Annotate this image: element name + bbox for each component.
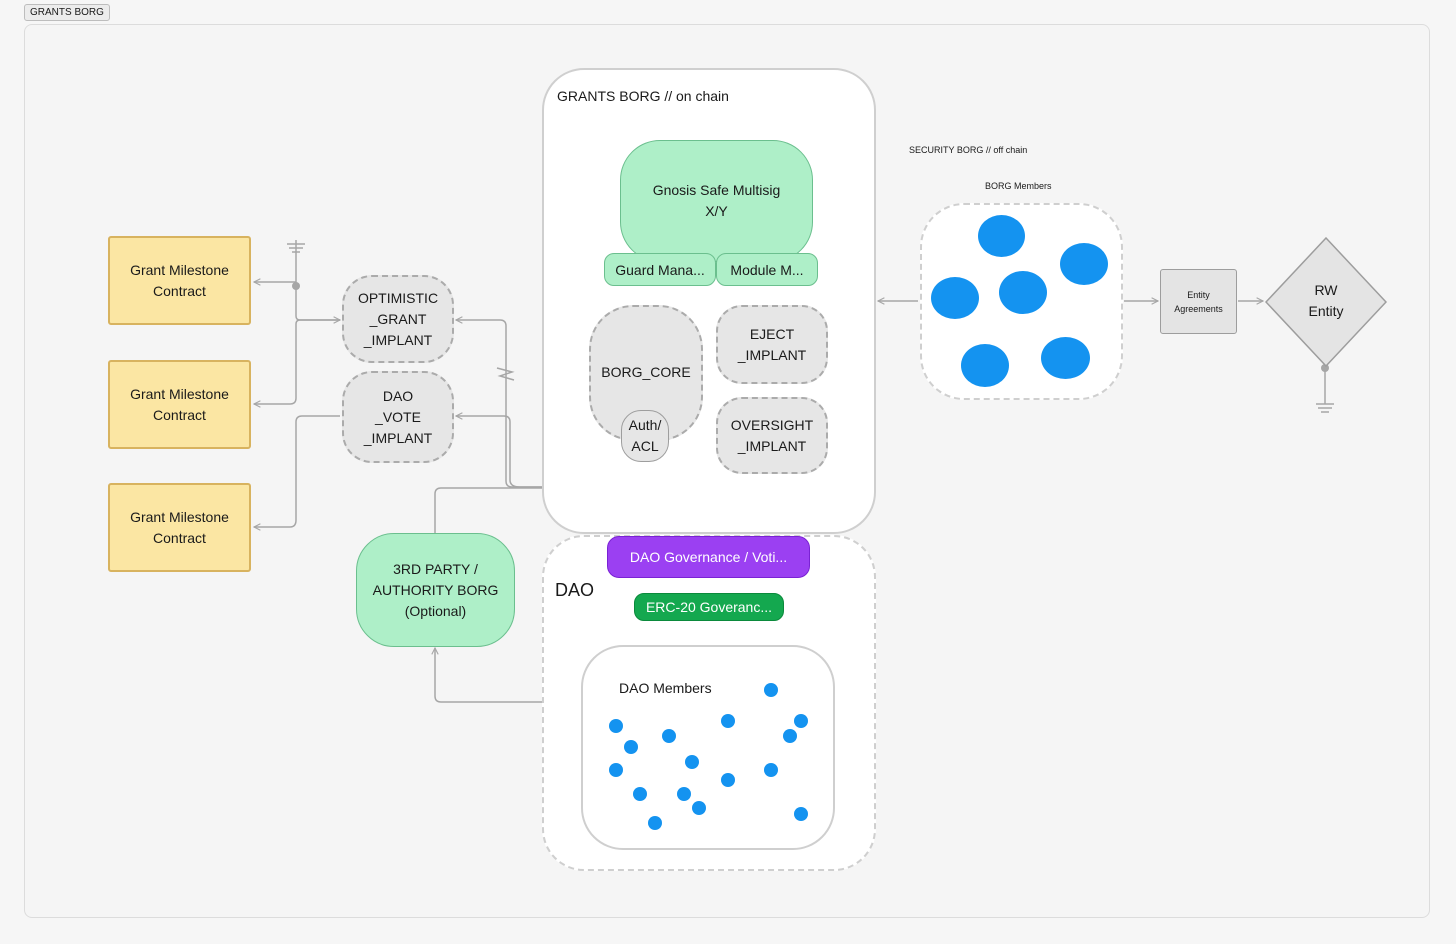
dao-members-group (581, 645, 835, 850)
dao-vote-implant[interactable]: DAO_VOTE_IMPLANT (342, 371, 454, 463)
dao-member-dot (692, 801, 706, 815)
wire-splitter-to-optimistic (295, 286, 340, 320)
wire-splitter-to-milestone-1 (254, 252, 297, 286)
guard-manager-tab[interactable]: Guard Mana... (604, 253, 716, 286)
dao-member-dot (685, 755, 699, 769)
borg-member-dot (1041, 337, 1090, 379)
third-party-authority-borg[interactable]: 3RD PARTY /AUTHORITY BORG(Optional) (356, 533, 515, 647)
eject-implant[interactable]: EJECT_IMPLANT (716, 305, 828, 384)
borg-core[interactable]: BORG_CORE (589, 305, 703, 441)
wire-dao-vote-to-milestone-3 (254, 415, 340, 527)
wire-core-to-dao-vote (456, 416, 586, 488)
dao-member-dot (624, 740, 638, 754)
wire-optimistic-to-milestone-2 (254, 319, 340, 404)
ground-symbol-bottom (1316, 368, 1334, 413)
module-manager-tab[interactable]: Module M... (716, 253, 818, 286)
dao-governance-voting[interactable]: DAO Governance / Voti... (607, 536, 810, 578)
dao-members-title: DAO Members (619, 680, 712, 696)
dao-member-dot (677, 787, 691, 801)
borg-member-dot (978, 215, 1025, 257)
signal-squiggle (496, 367, 515, 381)
dao-member-dot (648, 816, 662, 830)
dao-member-dot (794, 807, 808, 821)
dao-member-dot (764, 683, 778, 697)
dao-member-dot (794, 714, 808, 728)
dao-member-dot (764, 763, 778, 777)
dao-member-dot (633, 787, 647, 801)
rw-entity-diamond (1265, 237, 1387, 367)
wire-core-to-optimistic (456, 320, 586, 488)
wire-dao-to-third-party (435, 648, 542, 703)
dao-title: DAO (555, 580, 595, 600)
dao-member-dot (721, 773, 735, 787)
grants-borg-region (542, 68, 876, 534)
borg-member-dot (931, 277, 979, 319)
auth-acl[interactable]: Auth/ACL (621, 410, 669, 462)
borg-member-dot (1060, 243, 1108, 285)
grants-borg-title: GRANTS BORG // on chain (557, 88, 729, 104)
oversight-implant[interactable]: OVERSIGHT_IMPLANT (716, 397, 828, 474)
borg-members-title: BORG Members (985, 181, 1052, 191)
optimistic-grant-implant[interactable]: OPTIMISTIC_GRANT_IMPLANT (342, 275, 454, 363)
dao-member-dot (609, 763, 623, 777)
borg-member-dot (961, 344, 1009, 387)
security-borg-title: SECURITY BORG // off chain (909, 145, 1028, 155)
borg-member-dot (999, 271, 1047, 314)
frame-title[interactable]: GRANTS BORG (24, 4, 110, 21)
ground-symbol-top (287, 240, 305, 253)
dao-member-dot (609, 719, 623, 733)
dao-member-dot (783, 729, 797, 743)
erc20-governance-token[interactable]: ERC-20 Goveranc... (634, 593, 784, 621)
dao-member-dot (662, 729, 676, 743)
dao-member-dot (721, 714, 735, 728)
